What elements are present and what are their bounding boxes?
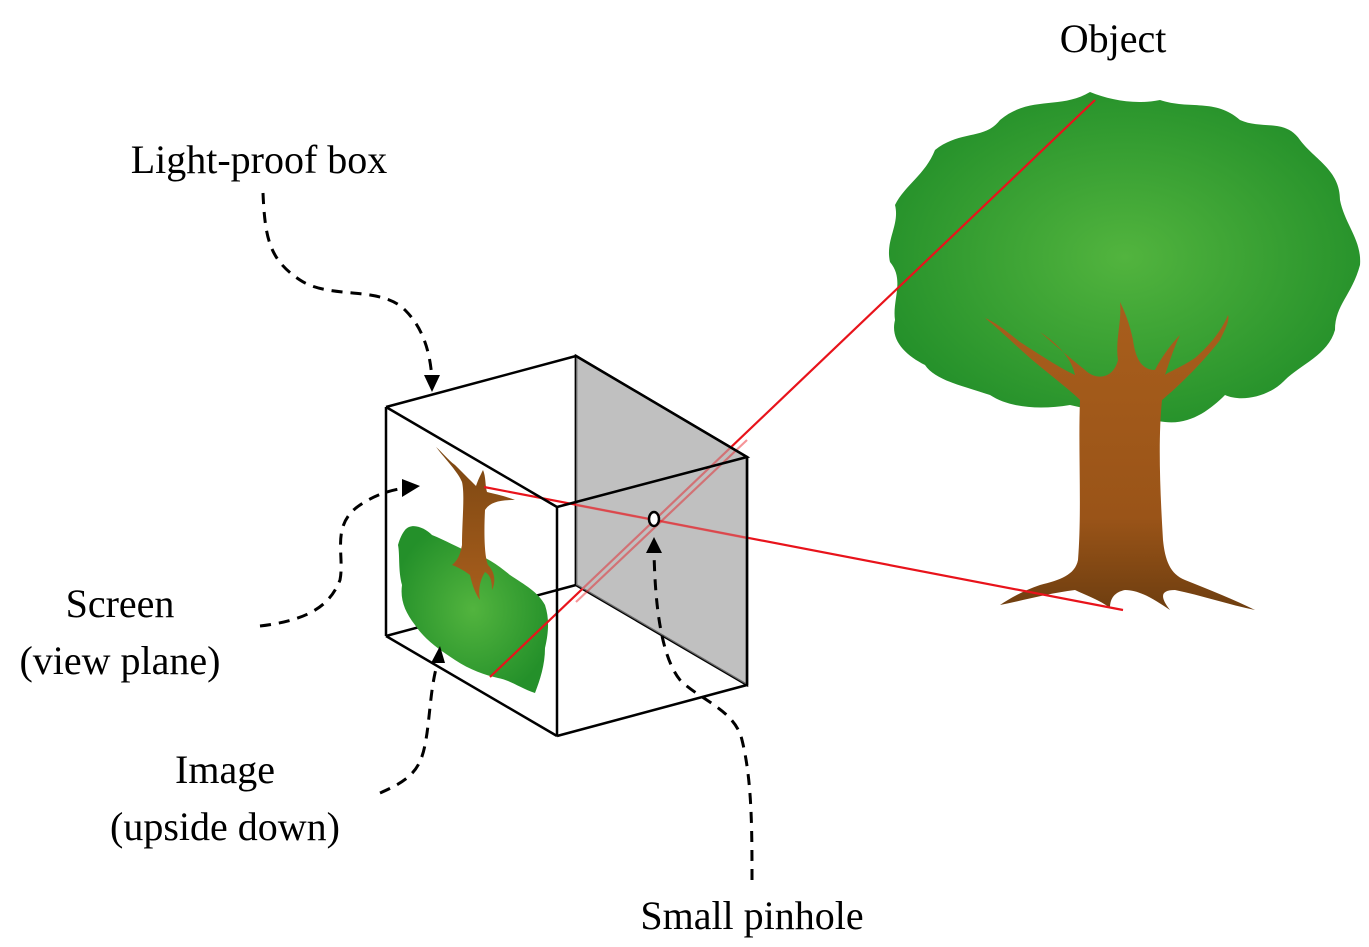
inverted-image	[398, 447, 549, 693]
arrowhead-screen	[402, 479, 420, 497]
arrowhead-light-proof-box	[424, 375, 440, 392]
label-upside-down: (upside down)	[110, 804, 340, 849]
leader-pinhole	[652, 551, 754, 881]
leader-light-proof-box	[261, 192, 434, 379]
arrowhead-image	[431, 646, 445, 663]
inverted-image-trunk	[436, 447, 515, 600]
label-small-pinhole: Small pinhole	[640, 893, 863, 938]
light-proof-box	[384, 354, 751, 738]
leader-image	[379, 664, 439, 795]
inverted-image-foliage	[398, 526, 549, 693]
box-back-face-overlay	[576, 356, 747, 685]
leader-screen	[259, 486, 406, 628]
object-tree-trunk	[985, 302, 1255, 610]
arrowhead-pinhole	[646, 537, 662, 553]
leader-arrowheads	[402, 375, 662, 663]
pinhole	[647, 510, 661, 528]
object-tree	[888, 92, 1361, 610]
leader-lines	[259, 192, 754, 881]
label-screen: Screen	[66, 581, 175, 626]
label-light-proof-box: Light-proof box	[131, 137, 388, 182]
label-image: Image	[175, 747, 275, 792]
label-view-plane: (view plane)	[19, 638, 220, 683]
object-tree-foliage	[888, 92, 1361, 423]
label-object: Object	[1060, 16, 1167, 61]
